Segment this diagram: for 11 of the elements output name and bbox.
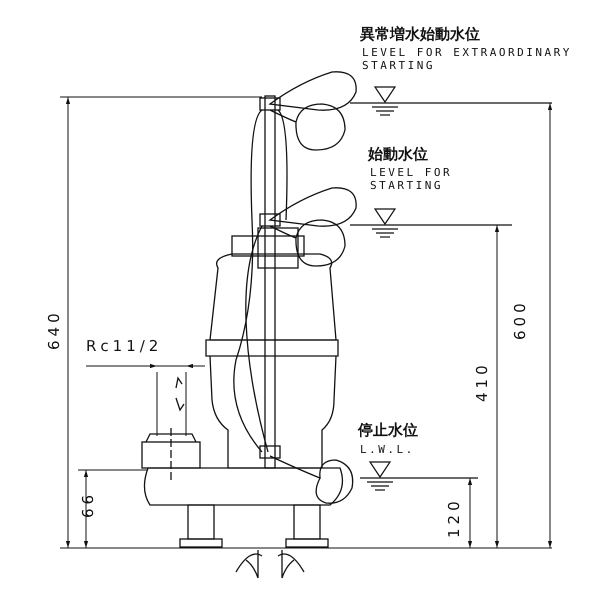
water-level-title: 始動水位 <box>368 146 428 164</box>
dimension-value: 120 <box>446 497 464 538</box>
dimension-value: 640 <box>46 309 64 350</box>
water-level-caption: LEVEL FOR STARTING <box>370 167 454 192</box>
thread-size-label: Rc11/2 <box>86 338 162 356</box>
dimension-value: 410 <box>474 361 492 402</box>
water-level-title: 停止水位 <box>358 422 418 440</box>
dimension-value: 600 <box>512 299 530 340</box>
water-level-caption: L.W.L. <box>360 444 415 457</box>
water-level-title: 異常増水始動水位 <box>360 26 480 44</box>
water-level-caption: LEVEL FOR EXTRAORDINARY STARTING <box>362 47 573 72</box>
